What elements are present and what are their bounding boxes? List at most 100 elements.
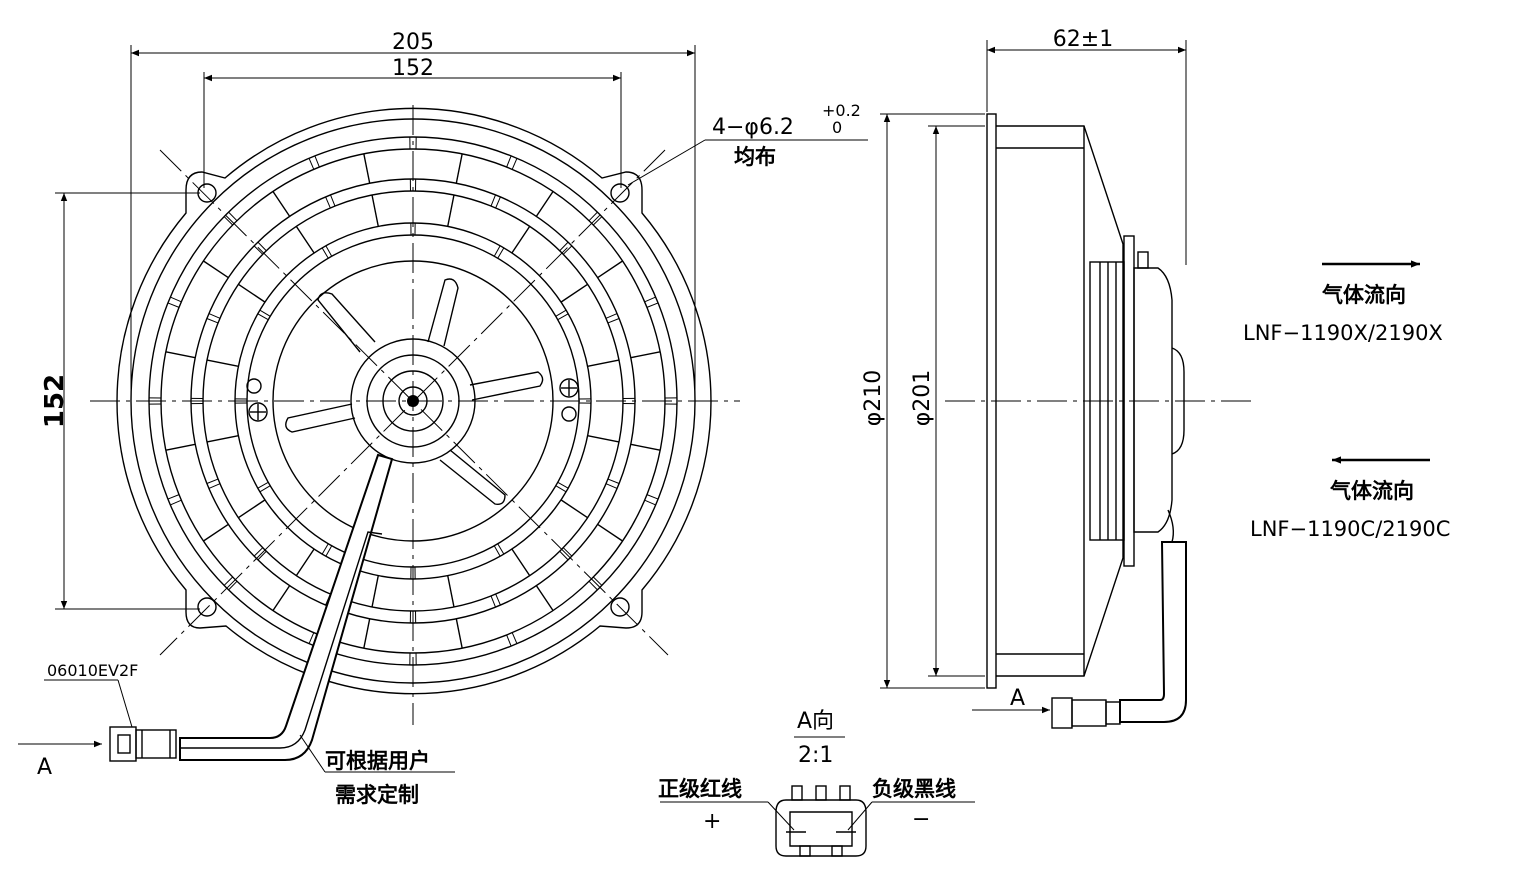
guard-rib (447, 575, 455, 608)
guard-spoke (555, 309, 567, 317)
airflow-top-models: LNF−1190X/2190X (1243, 321, 1443, 345)
guard-spoke (325, 196, 331, 209)
airflow-bottom-label: 气体流向 (1329, 479, 1414, 503)
dim-depth: 62±1 (1053, 27, 1113, 52)
guard-rib (272, 585, 291, 611)
hole-tolerance-upper: +0.2 (822, 101, 861, 120)
mounting-flange-outline (116, 107, 712, 695)
guard-spoke (495, 593, 501, 606)
guard-rib (630, 351, 661, 359)
guard-rib (511, 226, 531, 254)
side-view-arrow-a-label: A (1010, 686, 1025, 711)
airflow-legend: 气体流向 LNF−1190X/2190X 气体流向 LNF−1190C/2190… (1243, 260, 1450, 541)
side-connector (1051, 697, 1073, 729)
guard-rib (447, 194, 455, 227)
guard-spoke (562, 245, 573, 255)
view-arrow-a-label: A (37, 755, 52, 780)
guard-spoke (223, 576, 234, 586)
airflow-bottom-models: LNF−1190C/2190C (1250, 517, 1450, 541)
dim-hole-spacing-vertical: 152 (40, 374, 70, 428)
guard-rib (597, 260, 623, 279)
guard-spoke (506, 155, 512, 168)
guard-spoke (170, 499, 182, 506)
guard-spoke (497, 543, 505, 555)
guard-rib (295, 548, 315, 576)
screw-head (248, 402, 268, 422)
front-dimensions (55, 45, 696, 610)
guard-rib (363, 618, 371, 649)
hole-leader (627, 139, 706, 186)
guard-spoke (592, 216, 603, 226)
flange-hole (610, 183, 630, 203)
guard-rib (363, 153, 371, 184)
guard-spoke (167, 302, 180, 308)
guard-spoke (314, 155, 320, 168)
side-motor-cap (1171, 347, 1185, 455)
fan-blade (439, 449, 506, 505)
fan-blades (285, 278, 544, 505)
guard-spoke (308, 158, 315, 170)
guard-spoke (257, 481, 269, 489)
mount-hole (561, 406, 577, 422)
guard-rib (560, 283, 588, 303)
guard-spoke (588, 211, 598, 222)
hole-tolerance-lower: 0 (832, 118, 842, 137)
guard-spoke (208, 483, 221, 489)
hub-center (398, 386, 428, 416)
cable-note-line1: 可根据用户 (325, 749, 430, 773)
power-cable (179, 453, 394, 761)
guard-spoke (325, 545, 333, 557)
guard-spoke (223, 216, 234, 226)
screw-head (559, 378, 579, 398)
guard-ring-7 (272, 260, 554, 542)
guard-spoke (228, 580, 238, 591)
side-view: 62±1 φ210 φ201 A (861, 27, 1255, 729)
connector-body (109, 726, 137, 762)
guard-spoke (228, 211, 238, 222)
guard-rib (272, 191, 291, 217)
guard-spoke (308, 632, 315, 644)
motor-mount-holes (246, 378, 579, 422)
flange-hole (610, 597, 630, 617)
cable-note-line2: 需求定制 (335, 783, 419, 807)
guard-spoke (497, 247, 505, 259)
fan-blade (469, 371, 544, 401)
guard-spoke (259, 309, 271, 317)
flange-hole (197, 183, 217, 203)
detail-scale: 2:1 (798, 743, 833, 768)
guard-spoke (253, 245, 264, 255)
guard-spoke (605, 483, 618, 489)
guard-spoke (490, 595, 496, 608)
guard-spoke (646, 302, 659, 308)
positive-wire-label: 正级红线 (658, 777, 742, 801)
guard-rib (206, 359, 239, 367)
guard-rib (587, 435, 620, 443)
guard-spoke (167, 494, 180, 500)
guard-spoke (557, 481, 569, 489)
guard-rib (203, 260, 229, 279)
guard-spoke (607, 478, 620, 484)
guard-spoke (511, 158, 518, 170)
detail-view-a: A向 2:1 正级红线 + 负级黑线 − (658, 709, 975, 857)
guard-rib (371, 575, 379, 608)
fan-blade (317, 292, 376, 353)
hole-spec: 4−φ6.2 (712, 115, 794, 140)
guard-rib (455, 618, 463, 649)
cable-sheath (180, 531, 383, 749)
dim-overall-width: 205 (392, 30, 434, 55)
guard-spoke (493, 245, 501, 257)
guard-spoke (493, 545, 501, 557)
guard-ring-2 (160, 148, 666, 654)
front-diagonal-2 (159, 149, 666, 656)
mount-hole (246, 378, 262, 394)
hole-distribution-note: 均布 (734, 145, 776, 169)
guard-spoke (206, 478, 219, 484)
guard-spoke (607, 318, 620, 324)
guard-spoke (321, 543, 329, 555)
guard-spokes (149, 137, 677, 665)
guard-rib (165, 443, 196, 451)
guard-spoke (644, 296, 656, 303)
hub-inner (382, 370, 444, 432)
guard-spoke (555, 485, 567, 493)
